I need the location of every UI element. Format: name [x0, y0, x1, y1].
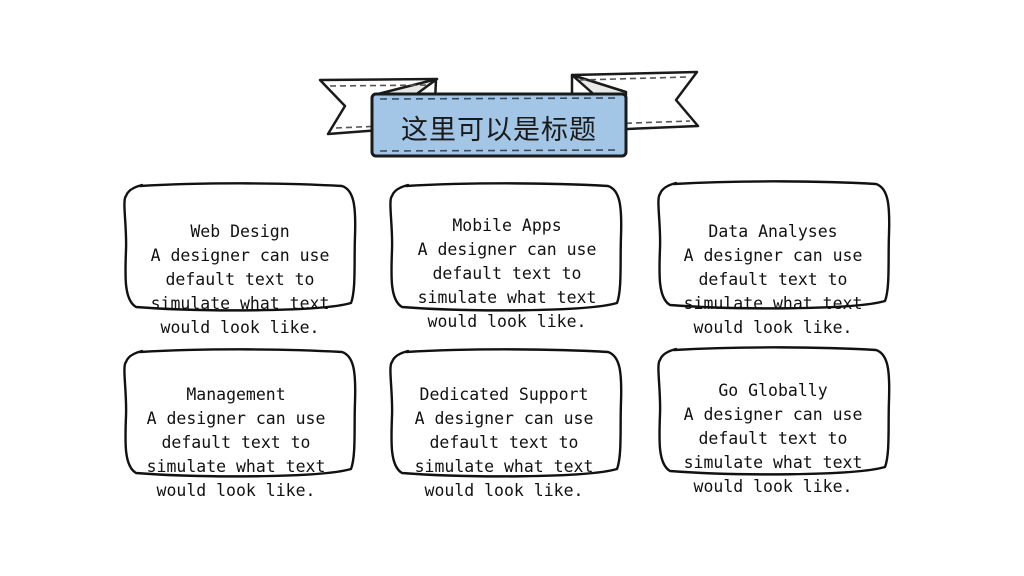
card-frame-web-design [123, 182, 357, 312]
card-body: A designer can use default text to simul… [150, 246, 330, 337]
card-title: Mobile Apps [452, 216, 562, 235]
ribbon-center [370, 92, 628, 158]
card-frame-data-analyses [657, 180, 891, 310]
card-management: Management A designer can use default te… [118, 383, 354, 503]
banner-title: 这里可以是标题 [401, 114, 597, 146]
card-frame-mobile-apps [389, 182, 623, 312]
ribbon-center-stitches [379, 97, 619, 152]
card-go-globally: Go Globally A designer can use default t… [655, 379, 891, 499]
card-body: A designer can use default text to simul… [417, 240, 597, 331]
card-body: A designer can use default text to simul… [146, 409, 326, 500]
card-body: A designer can use default text to simul… [414, 409, 594, 500]
card-title: Go Globally [718, 381, 828, 400]
card-mobile-apps: Mobile Apps A designer can use default t… [389, 214, 625, 334]
card-frame-management [123, 348, 357, 478]
card-body: A designer can use default text to simul… [683, 246, 863, 337]
card-frame-dedicated-support [389, 348, 623, 478]
card-data-analyses: Data Analyses A designer can use default… [655, 220, 891, 340]
card-web-design: Web Design A designer can use default te… [122, 220, 358, 340]
card-title: Management [186, 385, 286, 404]
card-title: Web Design [190, 222, 290, 241]
card-body: A designer can use default text to simul… [683, 405, 863, 496]
card-frame-go-globally [657, 346, 891, 476]
card-dedicated-support: Dedicated Support A designer can use def… [386, 383, 622, 503]
card-title: Dedicated Support [419, 385, 589, 404]
card-title: Data Analyses [708, 222, 838, 241]
